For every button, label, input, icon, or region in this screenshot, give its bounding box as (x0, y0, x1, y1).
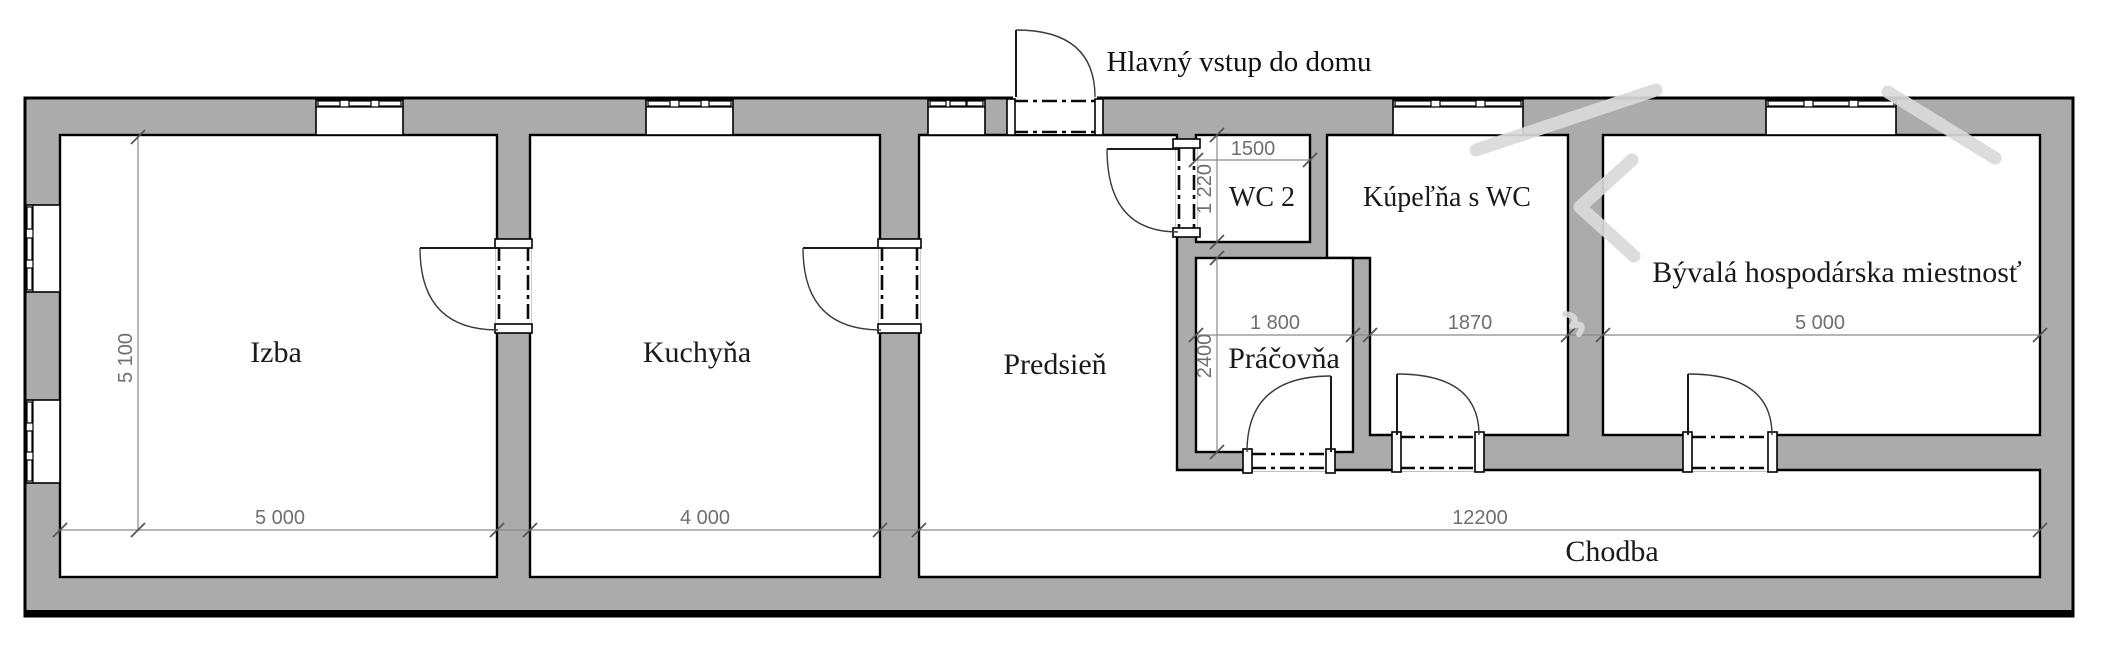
dim-izba-width: 5 000 (255, 507, 305, 529)
room-predsien-chodba (917, 133, 2042, 579)
dim-wc2-height: 1 220 (1194, 164, 1216, 214)
label-kupelna: Kúpeľňa s WC (1363, 182, 1531, 213)
window-kupelna (1392, 99, 1524, 136)
dimension-lines (52, 127, 2048, 538)
dim-pracovna-width: 1 800 (1250, 312, 1300, 334)
label-main-entrance: Hlavný vstup do domu (1106, 46, 1371, 78)
wc2-door (1106, 138, 1201, 238)
label-byvala: Bývalá hospodárska miestnosť (1652, 256, 2022, 289)
dim-kupelna-width: 1870 (1448, 312, 1493, 334)
watermark (1469, 83, 2002, 337)
entrance-jamb-left (1006, 98, 1016, 136)
window-kuchyna (645, 99, 734, 136)
label-predsien: Predsieň (1003, 348, 1106, 381)
room-wc2 (1194, 133, 1312, 244)
label-pracovna: Práčovňa (1228, 342, 1340, 375)
window-predsien (927, 99, 986, 136)
kupelna-door (1391, 373, 1485, 473)
kuchyna-door (802, 238, 922, 334)
entrance-door-swing (1015, 29, 1096, 98)
window-byvala (1765, 99, 1897, 136)
entrance-jamb-right (1094, 98, 1104, 136)
label-kuchyna: Kuchyňa (643, 336, 751, 369)
label-wc2: WC 2 (1229, 182, 1295, 213)
window-izba-left-upper (25, 204, 61, 293)
pracovna-door (1242, 375, 1336, 474)
window-izba (315, 99, 404, 136)
label-izba: Izba (250, 336, 302, 369)
room-izba (58, 133, 499, 579)
izba-door (419, 238, 533, 334)
dim-kuchyna-width: 4 000 (680, 507, 730, 529)
room-pracovna (1194, 256, 1355, 454)
label-chodba: Chodba (1565, 535, 1658, 568)
dim-pracovna-height: 2400 (1194, 334, 1216, 379)
window-izba-left-lower (25, 399, 61, 484)
dim-izba-height: 5 100 (115, 333, 137, 383)
entrance-door (1006, 29, 1104, 136)
dim-wc2-width: 1500 (1231, 138, 1276, 160)
dim-byvala-width: 5 000 (1795, 312, 1845, 334)
dim-chodba-width: 12200 (1452, 507, 1508, 529)
byvala-door (1682, 373, 1778, 473)
building-bottom-edge (25, 610, 2073, 617)
room-byvala (1601, 133, 2042, 437)
